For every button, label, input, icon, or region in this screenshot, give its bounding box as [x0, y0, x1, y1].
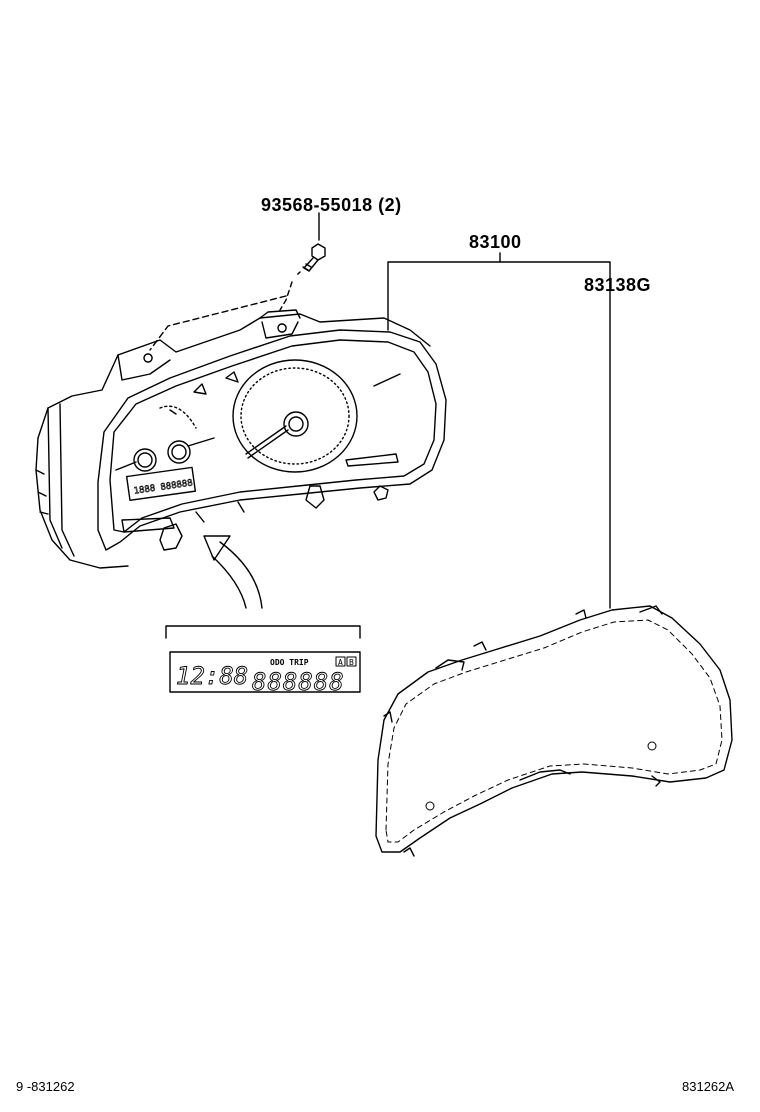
footer-left-reference: 9 -831262 — [16, 1079, 75, 1094]
inner-lcd-right: 888888 — [160, 478, 194, 492]
lcd-clock-digits: 12:88 — [176, 662, 248, 690]
lcd-trip-b: B — [349, 658, 354, 667]
combination-meter-assembly — [35, 309, 447, 569]
leader-lines — [318, 212, 611, 609]
screw-part-number: 93568-55018 (2) — [261, 195, 402, 215]
lcd-mode-label: ODO TRIP — [270, 658, 309, 667]
screw-icon — [149, 243, 326, 351]
footer-right-reference: 831262A — [682, 1079, 735, 1094]
meter-glass — [375, 605, 733, 857]
glass-part-number: 83138G — [584, 275, 652, 295]
inner-lcd-left: 1888 — [133, 484, 156, 497]
lcd-trip-a: A — [338, 658, 343, 667]
detail-arrow-icon — [203, 535, 263, 609]
lcd-odometer-digits: 888888 — [252, 668, 345, 696]
detail-bracket — [165, 625, 361, 639]
assembly-part-number: 83100 — [469, 232, 522, 252]
lcd-display-detail — [169, 651, 361, 693]
